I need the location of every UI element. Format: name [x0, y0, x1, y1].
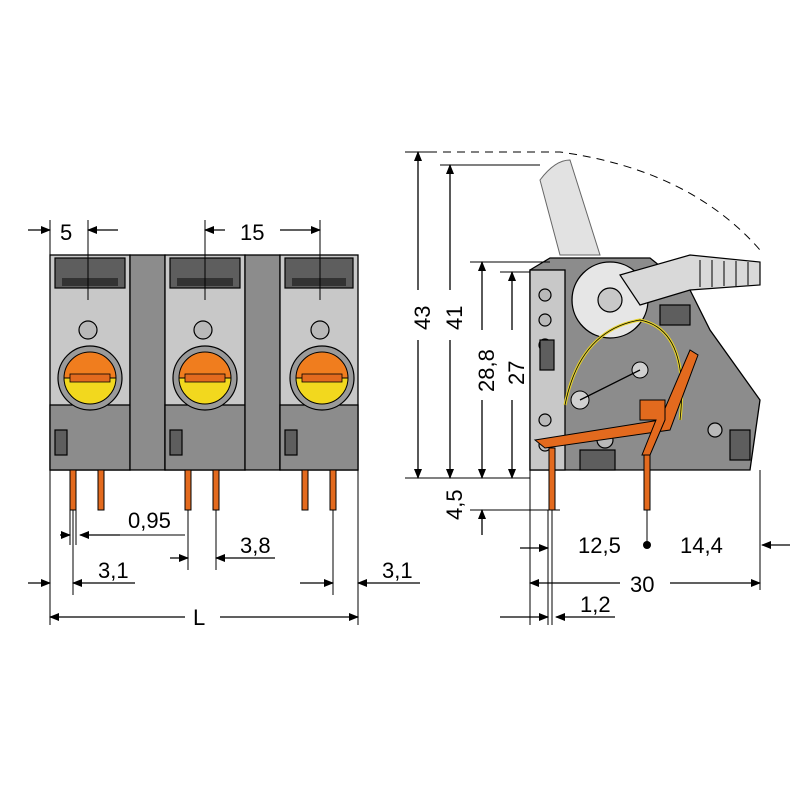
dim-height-27: 27 [500, 271, 530, 479]
dim-pitch-small: 5 [28, 220, 118, 300]
pole-3 [244, 254, 359, 471]
dim-pitch-small-label: 5 [60, 220, 72, 245]
dim-height-open-label: 41 [442, 306, 467, 330]
dim-pin-pitch-right-label: 14,4 [680, 533, 723, 558]
dim-pin-thickness: 1,2 [500, 510, 615, 625]
dim-offset-left-label: 3,1 [98, 558, 129, 583]
dim-pin-length-label: 4,5 [442, 489, 467, 520]
dim-pin-spacing: 3,8 [170, 510, 275, 570]
dim-depth-label: 30 [630, 572, 654, 597]
dim-pin-width-label: 0,95 [128, 508, 171, 533]
dim-pin-spacing-label: 3,8 [240, 533, 271, 558]
dim-height-27-label: 27 [504, 361, 529, 385]
dim-pin-width: 0,95 [60, 508, 185, 545]
dim-height-body: 28,8 [470, 261, 550, 479]
side-view: 43 41 28,8 27 4,5 [405, 151, 790, 625]
dim-pin-length: 4,5 [442, 489, 560, 535]
dim-offset-right: 3,1 [300, 470, 420, 625]
dim-offset-left: 3,1 [28, 470, 135, 625]
clamp-lever-icon [571, 254, 761, 339]
front-pins [69, 469, 337, 511]
dim-length: L [49, 605, 359, 630]
dim-pin-thickness-label: 1,2 [580, 592, 611, 617]
dim-depth: 30 [529, 470, 761, 625]
dim-height-open: 41 [440, 164, 540, 479]
front-view: 5 15 0,95 3,8 [28, 220, 420, 630]
dim-height-total-label: 43 [410, 306, 435, 330]
pole-1 [49, 254, 131, 471]
dim-height-body-label: 28,8 [474, 349, 499, 392]
dim-pitch-large: 15 [204, 220, 321, 300]
dim-height-total: 43 [405, 151, 530, 479]
dim-pin-pitch: 12,5 14,4 [520, 470, 790, 625]
dim-offset-right-label: 3,1 [382, 558, 413, 583]
pole-2 [129, 254, 246, 471]
clamp-lever-open [539, 159, 601, 256]
dim-pitch-large-label: 15 [240, 220, 264, 245]
dim-length-label: L [193, 605, 205, 630]
dim-pin-pitch-left-label: 12,5 [578, 533, 621, 558]
